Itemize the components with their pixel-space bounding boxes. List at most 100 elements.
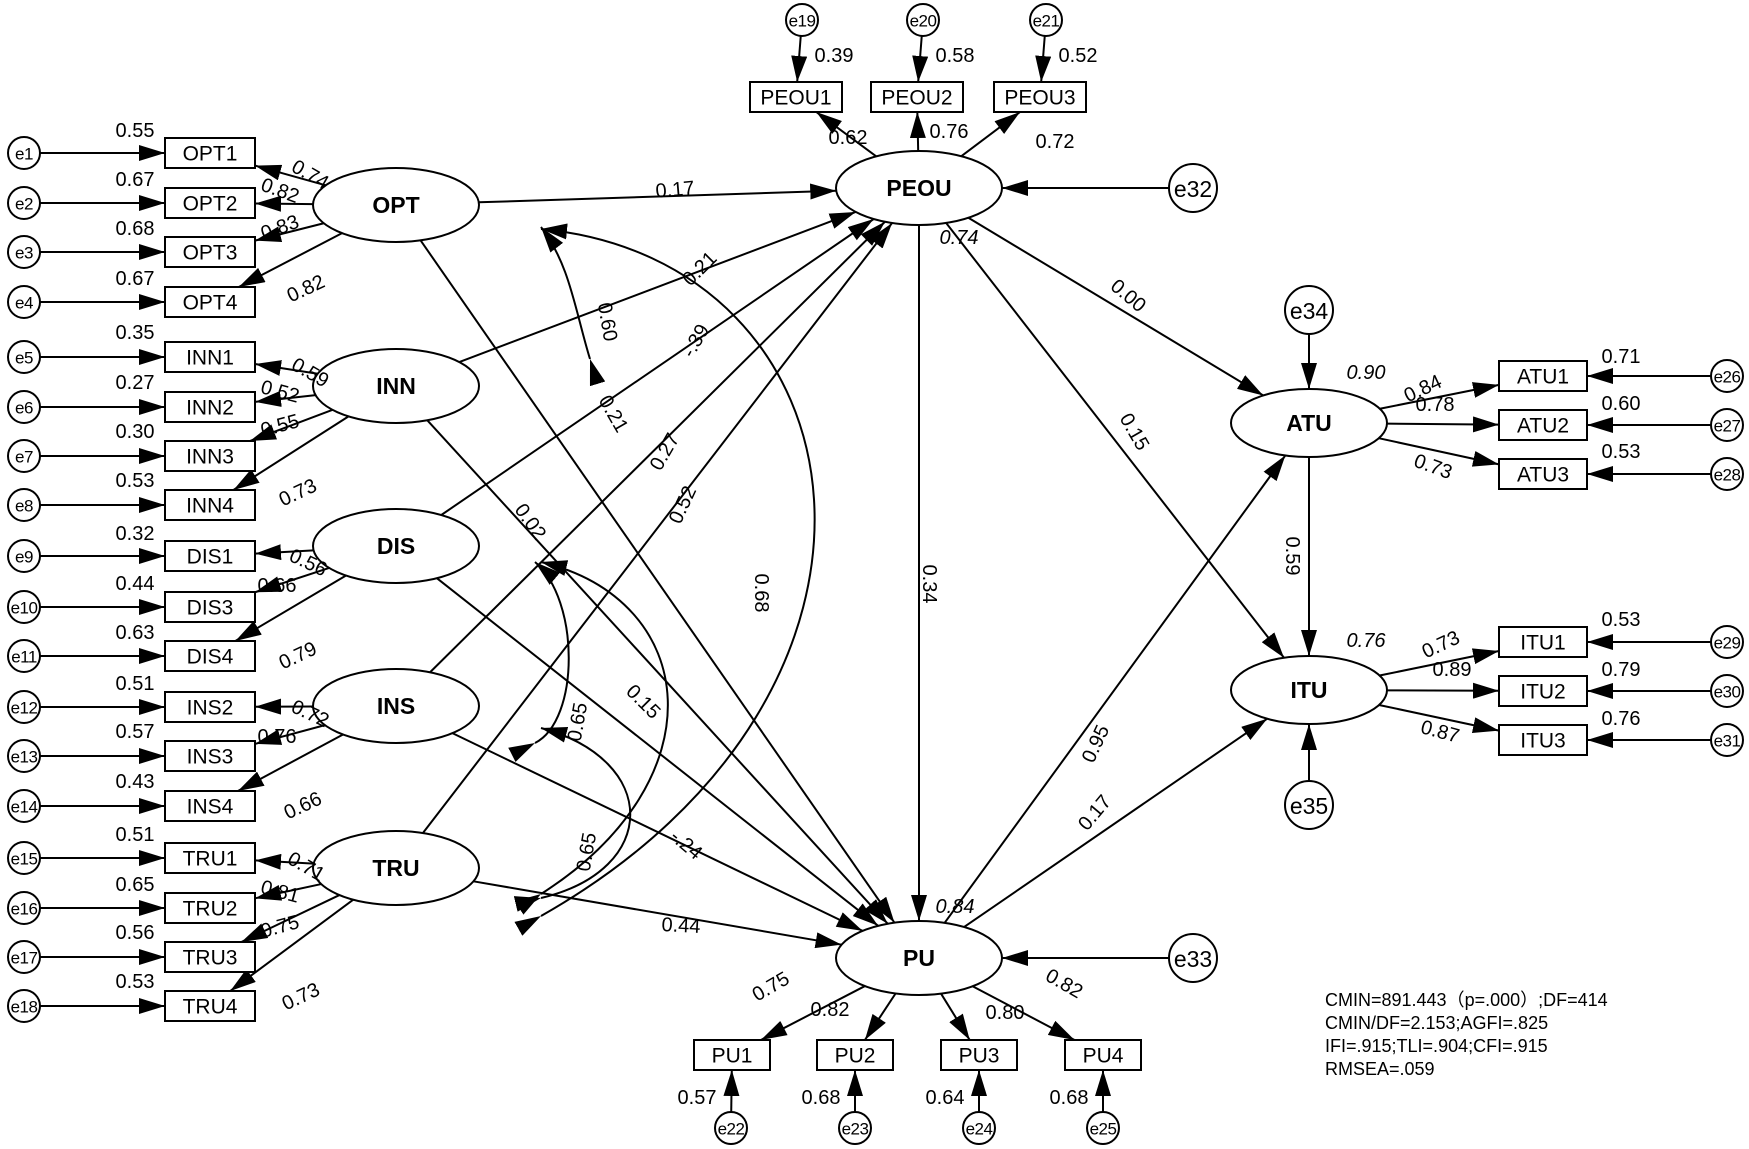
error-label-e2: e2 bbox=[15, 195, 33, 214]
indicator-label-tru3: TRU3 bbox=[183, 947, 238, 970]
error-e32 bbox=[1168, 163, 1218, 213]
indicator-dis3 bbox=[164, 591, 256, 623]
path-coefficient-opt_peou: 0.17 bbox=[655, 177, 696, 202]
loading-arrow-ATU1 bbox=[1379, 382, 1500, 410]
error-label-e26: e26 bbox=[1714, 368, 1741, 387]
loading-arrow-PU4 bbox=[972, 985, 1076, 1041]
latent-label-ins: INS bbox=[377, 693, 415, 719]
loading-arrow-PU2 bbox=[864, 992, 897, 1041]
loading-arrow-OPT4 bbox=[238, 232, 343, 288]
latent-label-dis: DIS bbox=[377, 533, 415, 559]
indicator-itu2 bbox=[1498, 675, 1588, 707]
error-label-e16: e16 bbox=[11, 900, 38, 919]
indicator-dis4 bbox=[164, 640, 256, 672]
loading-arrow-TRU2 bbox=[254, 883, 322, 901]
correlation-curve-DIS-INS bbox=[508, 561, 570, 762]
indicator-itu3 bbox=[1498, 724, 1588, 756]
latent-pu bbox=[835, 920, 1003, 996]
error-label-e20: e20 bbox=[910, 12, 937, 31]
error-e29 bbox=[1710, 625, 1744, 659]
error-label-e7: e7 bbox=[15, 448, 33, 467]
error-e35 bbox=[1284, 780, 1334, 830]
correlation-opt_inn: 0.60 bbox=[593, 301, 621, 343]
loading-inn3: 0.55 bbox=[258, 410, 301, 441]
indicator-label-inn1: INN1 bbox=[186, 347, 234, 370]
latent-label-peou: PEOU bbox=[886, 175, 951, 201]
indicator-ins3 bbox=[164, 740, 256, 772]
indicator-tru3 bbox=[164, 941, 256, 973]
path-arrow-INS-PEOU bbox=[429, 221, 886, 673]
loading-itu2: 0.89 bbox=[1433, 659, 1472, 681]
r2-inn4: 0.53 bbox=[116, 470, 155, 492]
r2-pu3: 0.64 bbox=[926, 1087, 965, 1109]
loading-arrow-DIS4 bbox=[234, 574, 347, 642]
error-label-e11: e11 bbox=[11, 648, 37, 667]
correlation-curve-INS-TRU bbox=[513, 727, 632, 912]
loading-pu3: 0.80 bbox=[986, 1002, 1025, 1024]
indicator-tru4 bbox=[164, 990, 256, 1022]
error-label-e3: e3 bbox=[15, 244, 33, 263]
path-coefficient-dis_pu: 0.15 bbox=[621, 680, 664, 723]
indicator-label-pu2: PU2 bbox=[835, 1045, 876, 1068]
path-coefficient-opt_pu: 0.21 bbox=[594, 392, 633, 437]
r2-peou2: 0.58 bbox=[936, 45, 975, 67]
indicator-label-itu3: ITU3 bbox=[1520, 730, 1566, 753]
r2-tru4: 0.53 bbox=[116, 971, 155, 993]
indicator-label-tru4: TRU4 bbox=[183, 996, 238, 1019]
correlation-curve-OPT-INN bbox=[540, 226, 606, 387]
correlation-ins_tru: 0.65 bbox=[573, 831, 601, 873]
path-coefficient-pu_atu: 0.95 bbox=[1078, 722, 1114, 767]
latent-atu bbox=[1230, 388, 1388, 458]
indicator-label-dis3: DIS3 bbox=[187, 597, 234, 620]
error-e34 bbox=[1284, 285, 1334, 335]
r2-peou3: 0.52 bbox=[1059, 45, 1098, 67]
indicator-atu1 bbox=[1498, 360, 1588, 392]
loading-arrow-INN3 bbox=[249, 408, 333, 442]
r2-itu1: 0.53 bbox=[1602, 609, 1641, 631]
error-e21 bbox=[1029, 3, 1063, 37]
indicator-atu2 bbox=[1498, 409, 1588, 441]
latent-label-opt: OPT bbox=[372, 192, 419, 218]
error-e4 bbox=[7, 285, 41, 319]
loading-peou2: 0.76 bbox=[930, 121, 969, 143]
loading-arrow-INN1 bbox=[254, 360, 318, 376]
labels: OPTINNDISINSTRUPEOUPUATUITUOPT1OPT2OPT3O… bbox=[11, 12, 1741, 1139]
indicator-pu2 bbox=[816, 1039, 894, 1071]
indicator-label-ins4: INS4 bbox=[187, 796, 234, 819]
r2-itu: 0.76 bbox=[1347, 630, 1387, 652]
loading-arrow-ATU3 bbox=[1378, 437, 1500, 467]
error-label-e8: e8 bbox=[15, 497, 33, 516]
error-e27 bbox=[1710, 408, 1744, 442]
indicator-inn4 bbox=[164, 489, 256, 521]
indicator-tru1 bbox=[164, 842, 256, 874]
indicator-itu1 bbox=[1498, 626, 1588, 658]
path-arrow-INN-PU bbox=[426, 419, 889, 925]
indicator-label-atu3: ATU3 bbox=[1517, 464, 1569, 487]
error-label-e34: e34 bbox=[1290, 298, 1329, 324]
loading-arrow-INS3 bbox=[254, 724, 326, 745]
error-label-e17: e17 bbox=[11, 949, 38, 968]
loading-tru4: 0.73 bbox=[279, 979, 324, 1015]
correlation-dis_tru: 0.65 bbox=[564, 701, 592, 743]
latent-dis bbox=[312, 508, 480, 584]
error-e25 bbox=[1086, 1111, 1120, 1145]
error-e16 bbox=[7, 891, 41, 925]
indicator-opt3 bbox=[164, 236, 256, 268]
loading-dis3: 0.66 bbox=[258, 575, 297, 597]
loading-arrow-PU1 bbox=[760, 985, 866, 1041]
path-arrow-DIS-PEOU bbox=[440, 218, 875, 516]
loading-atu3: 0.73 bbox=[1411, 450, 1455, 484]
r2-opt4: 0.67 bbox=[116, 268, 155, 290]
error-label-e30: e30 bbox=[1714, 683, 1741, 702]
path-arrow-INN-PEOU bbox=[458, 211, 857, 363]
latent-peou bbox=[835, 150, 1003, 226]
latent-label-atu: ATU bbox=[1286, 410, 1332, 436]
indicator-label-inn2: INN2 bbox=[186, 397, 234, 420]
r2-ins2: 0.51 bbox=[116, 673, 155, 695]
indicator-opt2 bbox=[164, 187, 256, 219]
loading-atu2: 0.78 bbox=[1416, 394, 1455, 416]
error-e28 bbox=[1710, 457, 1744, 491]
indicator-label-tru1: TRU1 bbox=[183, 848, 238, 871]
latent-itu bbox=[1230, 655, 1388, 725]
